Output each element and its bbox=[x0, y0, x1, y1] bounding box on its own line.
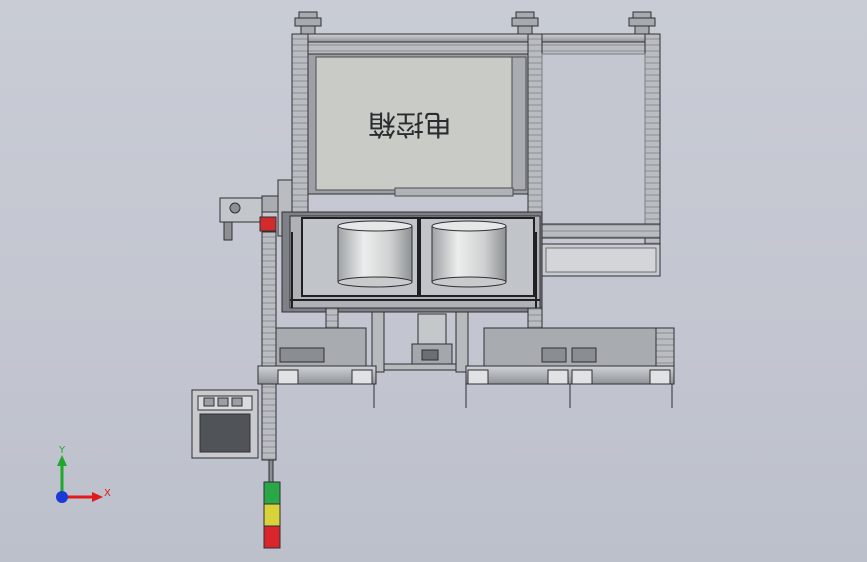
conveyor-rails bbox=[257, 327, 675, 408]
control-box: 电控箱 bbox=[307, 53, 529, 197]
x-axis-label: X bbox=[104, 488, 111, 499]
stack-light-icon bbox=[263, 459, 281, 549]
leveling-feet bbox=[294, 11, 656, 35]
feeder-section bbox=[281, 211, 543, 313]
motor-bracket bbox=[219, 179, 293, 241]
center-gripper bbox=[383, 313, 457, 371]
control-box-label: 电控箱 bbox=[368, 108, 452, 141]
y-axis-label: Y bbox=[58, 445, 66, 456]
upper-frame bbox=[291, 33, 661, 245]
operator-panel bbox=[191, 383, 277, 461]
xyz-axis-triad-icon: Y X bbox=[56, 445, 111, 503]
side-cabinet bbox=[541, 243, 661, 277]
